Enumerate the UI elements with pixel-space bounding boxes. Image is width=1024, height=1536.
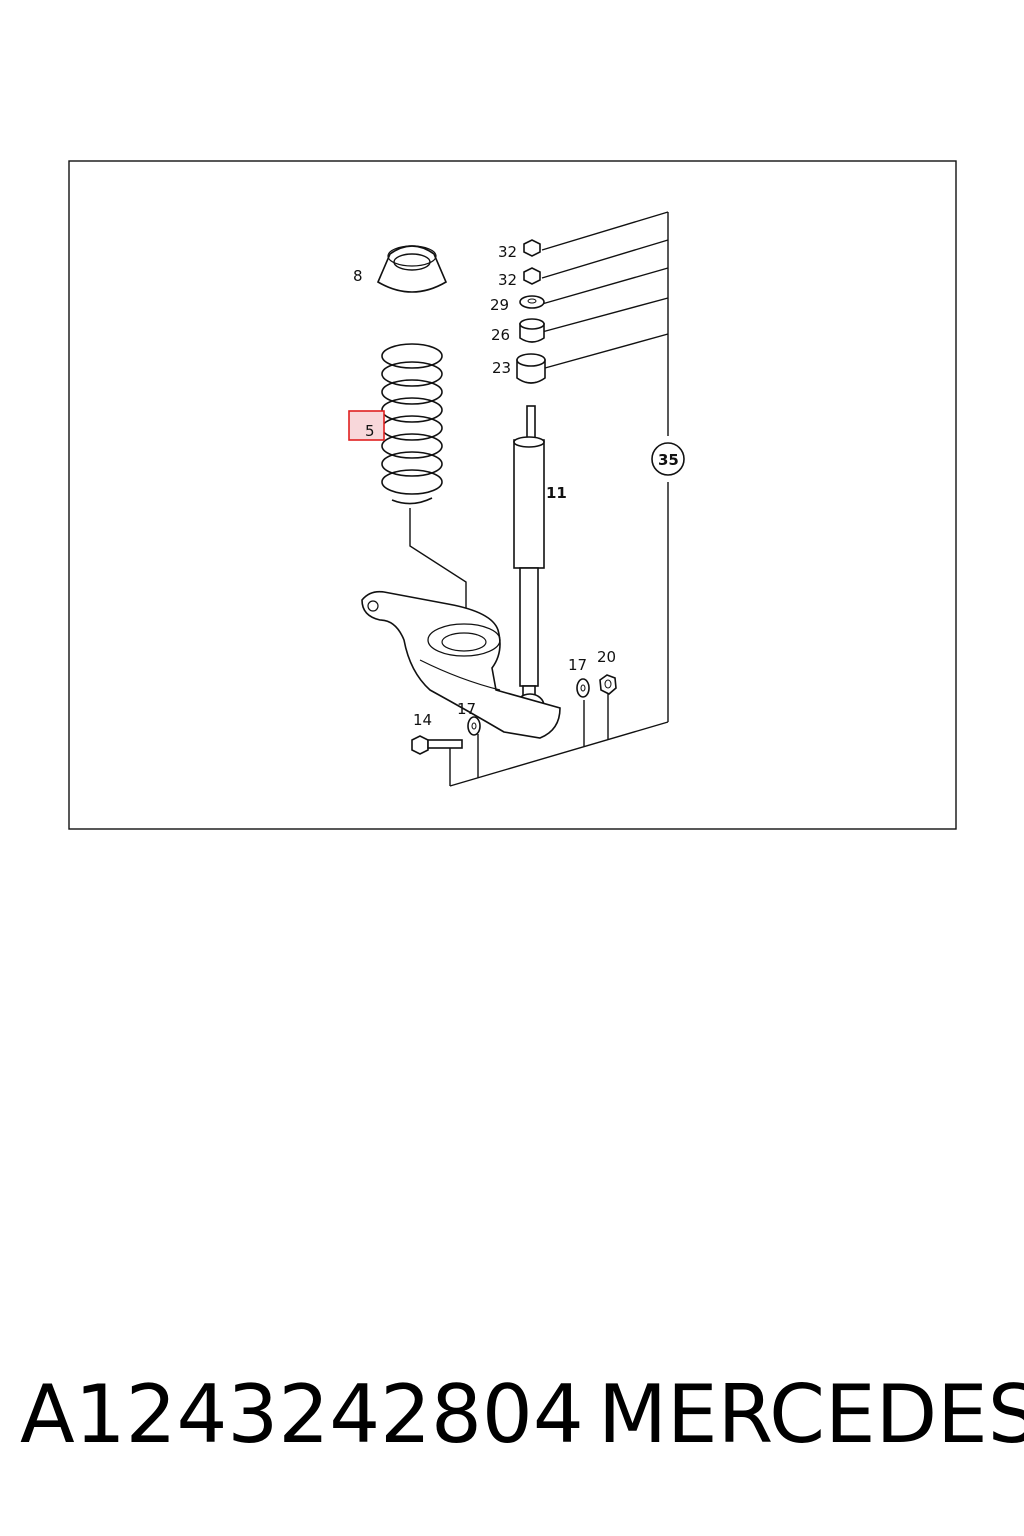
washer-17-left[interactable] [467,716,481,736]
parts-diagram: 8 32 32 29 26 23 5 11 35 17 20 14 17 [68,160,957,830]
callout-26: 26 [491,326,510,344]
part-number: A1243242804 [20,1368,584,1461]
callout-35-circle [651,442,685,476]
callout-8: 8 [353,267,363,285]
callout-35: 35 [658,451,679,469]
callout-29: 29 [490,296,509,314]
bolt-14[interactable] [411,735,463,755]
callout-14: 14 [413,711,432,729]
shock-absorber-part[interactable] [513,405,545,719]
footer-caption: A1243242804 MERCEDES [0,1368,1024,1478]
callout-20: 20 [597,648,616,666]
callout-17-left: 17 [457,700,476,718]
washer-17-right[interactable] [576,678,590,698]
callout-5: 5 [365,422,375,440]
brand-name: MERCEDES [598,1368,1024,1461]
highlight-box-5[interactable] [348,410,385,441]
coil-spring-part[interactable] [381,343,443,505]
diagram-frame [68,160,957,830]
callout-23: 23 [492,359,511,377]
callout-11: 11 [546,484,567,502]
nut-20[interactable] [599,674,617,695]
control-arm-part[interactable] [361,590,561,739]
nut-32-upper[interactable] [523,239,541,257]
bushing-23[interactable] [516,353,546,384]
bushing-26[interactable] [519,318,545,343]
callout-32-upper: 32 [498,243,517,261]
nut-32-lower[interactable] [523,267,541,285]
group-bracket-35 [449,211,669,787]
callout-17-right: 17 [568,656,587,674]
washer-29[interactable] [519,295,545,309]
callout-32-lower: 32 [498,271,517,289]
spring-seat-part[interactable] [376,245,448,293]
